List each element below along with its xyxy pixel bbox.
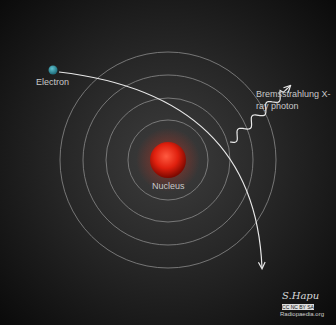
node-label: Nucleus <box>152 181 185 191</box>
nucleus-glow <box>136 128 200 192</box>
photon-label: Bremsstrahlung X-ray photon <box>256 88 332 112</box>
node-label: Electron <box>36 77 69 87</box>
orbit-rings <box>60 52 276 268</box>
electron-node: Electron <box>36 77 69 87</box>
site-watermark: Radiopaedia.org <box>280 311 334 318</box>
license-badge <box>282 304 314 310</box>
electron-dot <box>49 66 58 75</box>
author-watermark: S.Hapu <box>282 290 332 302</box>
electron-path <box>59 72 262 268</box>
nucleus-sphere <box>150 142 186 178</box>
license-watermark: CC NC BY SA <box>282 304 314 310</box>
nucleus-node: Nucleus <box>152 181 185 191</box>
